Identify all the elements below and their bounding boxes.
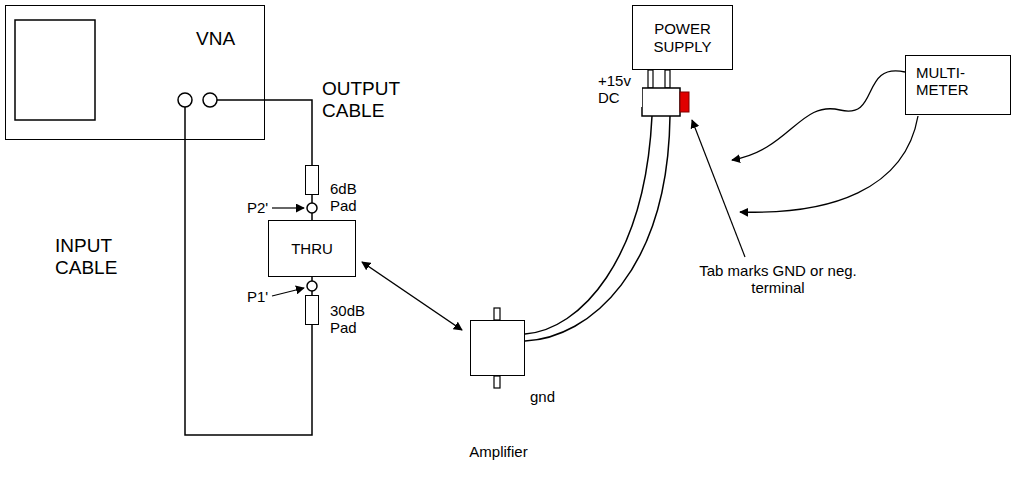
ground-tab	[680, 92, 689, 112]
node-text: VNA	[196, 28, 256, 50]
plug-body	[642, 88, 680, 116]
cable-line	[185, 140, 312, 435]
node-text: MULTI-METER	[916, 64, 988, 99]
leader-arrow	[272, 207, 304, 208]
instrument-box: VNA	[5, 5, 265, 140]
reference-plane	[307, 281, 317, 291]
node-text: POWER SUPPLY	[639, 20, 726, 55]
multimeter-box: MULTI-METER	[905, 55, 1011, 115]
port-label: P1'	[247, 288, 268, 305]
vna-screen	[15, 20, 95, 120]
node-text: 30dB Pad	[330, 302, 375, 337]
cable-label: OUTPUT CABLE	[322, 78, 408, 122]
vna-port	[203, 93, 217, 107]
thru-box: THRU	[268, 220, 356, 277]
amp-connector	[494, 308, 500, 320]
port-stub	[184, 107, 186, 140]
probe-lead	[740, 116, 918, 212]
cable-line	[265, 100, 312, 165]
probe-lead	[732, 71, 905, 160]
amplifier-box: Amplifier	[470, 320, 525, 376]
leader-arrow	[272, 288, 304, 296]
attenuator-pad: 6dB Pad	[305, 165, 319, 195]
port-stub	[217, 99, 265, 101]
swap-arrow	[362, 262, 462, 330]
vna-port	[178, 93, 192, 107]
note-label: Tab marks GND or neg. terminal	[698, 262, 858, 297]
terminal-label: gnd	[530, 388, 555, 405]
node-text: Amplifier	[446, 443, 551, 460]
power-supply-box: POWER SUPPLY	[632, 5, 733, 70]
port-label: P2'	[247, 199, 268, 216]
plug-prong	[665, 70, 670, 88]
node-text: 6dB Pad	[330, 180, 375, 215]
plug-prong	[648, 70, 653, 88]
voltage-label: +15v DC	[598, 72, 642, 107]
cable-label: INPUT CABLE	[55, 235, 155, 279]
leader-arrow	[692, 120, 745, 257]
reference-plane	[307, 203, 317, 213]
supply-wire	[525, 116, 652, 334]
attenuator-pad: 30dB Pad	[305, 295, 319, 325]
supply-wire	[525, 116, 670, 341]
node-text: THRU	[291, 240, 333, 257]
amp-connector	[494, 376, 500, 388]
